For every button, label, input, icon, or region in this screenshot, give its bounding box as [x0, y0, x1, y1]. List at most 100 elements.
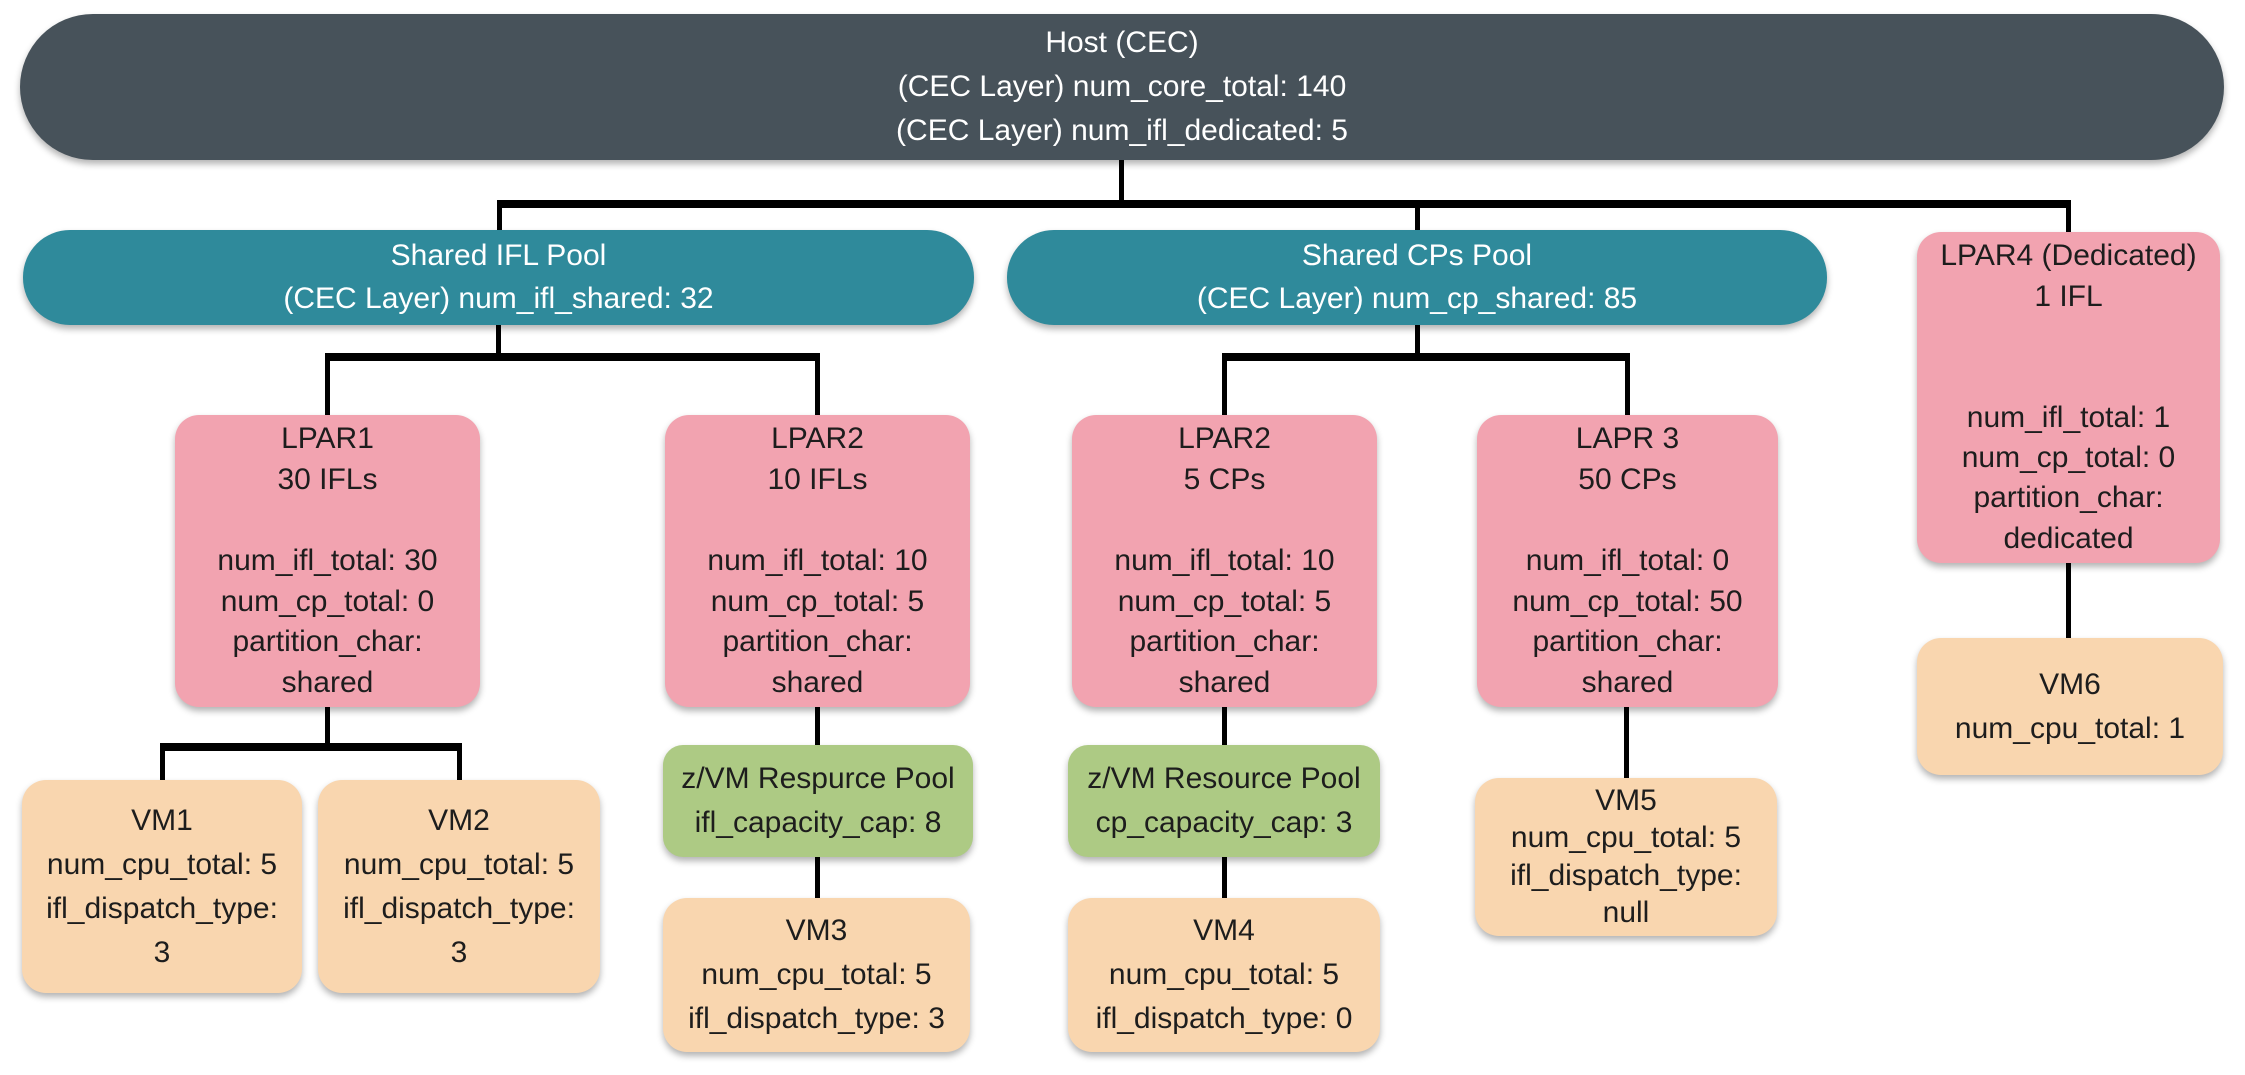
- text-line: cp_capacity_cap: 3: [1095, 806, 1353, 839]
- text-line: ifl_dispatch_type:: [1510, 858, 1742, 892]
- connector-line: [497, 204, 502, 232]
- text-line: Shared IFL Pool: [390, 238, 607, 272]
- lapr3-node: LAPR 3 50 CPs num_ifl_total: 0 num_cp_total…: [1477, 415, 1778, 707]
- text-line: (CEC Layer) num_cp_shared: 85: [1196, 282, 1638, 316]
- text-line: VM6: [2039, 667, 2101, 701]
- shared-ifl-pool-node: Shared IFL Pool (CEC Layer) num_ifl_share…: [23, 230, 974, 325]
- connector-line: [1625, 357, 1630, 417]
- text-line: num_ifl_total: 30: [217, 544, 438, 577]
- text-line: VM5: [1595, 783, 1657, 817]
- connector-line: [496, 325, 501, 357]
- text-line: ifl_capacity_cap: 8: [694, 806, 942, 839]
- text-line: num_cpu_total: 5: [46, 847, 278, 881]
- text-line: (CEC Layer) num_ifl_shared: 32: [283, 282, 714, 316]
- text-line: num_cpu_total: 5: [1510, 821, 1742, 855]
- text-line: shared: [281, 665, 374, 699]
- text-line: 10 IFLs: [767, 462, 868, 496]
- text-line: shared: [1581, 665, 1674, 699]
- connector-line: [325, 707, 330, 747]
- zvm-resource-pool-cp-node: z/VM Resource Pool cp_capacity_cap: 3: [1068, 745, 1380, 857]
- text-line: LPAR2: [1178, 422, 1271, 456]
- connector-line: [1415, 204, 1420, 232]
- zvm-resource-pool-ifl-node: z/VM Respurce Pool ifl_capacity_cap: 8: [663, 745, 973, 857]
- text-line: VM4: [1193, 914, 1255, 947]
- connector-line: [815, 857, 820, 898]
- vm6-node: VM6 num_cpu_total: 1: [1917, 638, 2223, 775]
- connector-line: [1119, 160, 1124, 204]
- connector-line: [1624, 707, 1629, 778]
- connector-line: [457, 747, 462, 780]
- text-line: num_cpu_total: 5: [1108, 958, 1340, 991]
- text-line: shared: [1178, 665, 1271, 699]
- lpar2-cp-node: LPAR2 5 CPs num_ifl_total: 10 num_cp_total:…: [1072, 415, 1377, 707]
- text-line: (CEC Layer) num_ifl_dedicated: 5: [896, 114, 1348, 147]
- text-line: 50 CPs: [1578, 462, 1677, 496]
- text-line: num_cpu_total: 5: [343, 847, 575, 881]
- text-line: Host (CEC): [1045, 26, 1199, 59]
- connector-line: [2066, 204, 2071, 234]
- text-line: num_ifl_total: 1: [1966, 400, 2171, 434]
- text-line: LPAR2: [771, 422, 864, 456]
- connector-line: [2066, 563, 2071, 638]
- text-line: VM1: [131, 803, 193, 837]
- vm3-node: VM3 num_cpu_total: 5 ifl_dispatch_type: 3: [663, 898, 970, 1052]
- connector-line: [497, 200, 2071, 208]
- vm2-node: VM2 num_cpu_total: 5 ifl_dispatch_type: 3: [318, 780, 600, 993]
- text-line: VM3: [785, 914, 848, 947]
- text-line: num_ifl_total: 10: [707, 544, 928, 577]
- host-cec-node: Host (CEC) (CEC Layer) num_core_total: 14…: [20, 14, 2224, 160]
- text-line: num_ifl_total: 10: [1114, 544, 1335, 577]
- text-line: num_cp_total: 0: [1961, 441, 2176, 475]
- text-line: LPAR1: [281, 422, 374, 456]
- connector-line: [815, 707, 820, 745]
- text-line: z/VM Resource Pool: [1087, 762, 1361, 795]
- text-line: num_cpu_total: 1: [1954, 711, 2186, 745]
- text-line: ifl_dispatch_type: 3: [688, 1002, 945, 1035]
- text-line: Shared CPs Pool: [1301, 238, 1533, 272]
- connector-line: [1415, 325, 1420, 357]
- connector-line: [325, 353, 820, 361]
- text-line: num_cp_total: 50: [1512, 584, 1743, 618]
- text-line: 30 IFLs: [277, 462, 378, 496]
- lpar2-ifl-node: LPAR2 10 IFLs num_ifl_total: 10 num_cp_tota…: [665, 415, 970, 707]
- text-line: num_cpu_total: 5: [701, 958, 932, 991]
- connector-line: [1222, 707, 1227, 745]
- text-line: 5 CPs: [1183, 462, 1266, 496]
- connector-line: [1222, 357, 1227, 417]
- text-line: num_ifl_total: 0: [1525, 544, 1730, 577]
- shared-cps-pool-node: Shared CPs Pool (CEC Layer) num_cp_shared…: [1007, 230, 1827, 325]
- text-line: 1 IFL: [2034, 279, 2103, 313]
- text-line: 3: [450, 935, 468, 969]
- text-line: ifl_dispatch_type:: [46, 891, 278, 925]
- text-line: num_cp_total: 5: [1117, 584, 1332, 618]
- text-line: partition_char:: [232, 625, 423, 659]
- text-line: null: [1602, 896, 1650, 930]
- text-line: LAPR 3: [1575, 422, 1680, 456]
- connector-line: [160, 743, 462, 751]
- vm1-node: VM1 num_cpu_total: 5 ifl_dispatch_type: 3: [22, 780, 302, 993]
- connector-line: [1222, 353, 1630, 361]
- text-line: shared: [771, 665, 864, 699]
- text-line: VM2: [428, 803, 490, 837]
- text-line: z/VM Respurce Pool: [681, 762, 955, 795]
- text-line: ifl_dispatch_type: 0: [1095, 1002, 1353, 1035]
- vm4-node: VM4 num_cpu_total: 5 ifl_dispatch_type: 0: [1068, 898, 1380, 1052]
- text-line: 3: [153, 935, 171, 969]
- connector-line: [325, 357, 330, 417]
- text-line: dedicated: [2003, 521, 2134, 555]
- text-line: partition_char:: [1532, 625, 1723, 659]
- text-line: partition_char:: [1973, 481, 2164, 515]
- connector-line: [1222, 857, 1227, 898]
- lpar4-node: LPAR4 (Dedicated) 1 IFL num_ifl_total: 1 nu…: [1917, 232, 2220, 563]
- text-line: partition_char:: [722, 625, 913, 659]
- text-line: (CEC Layer) num_core_total: 140: [897, 70, 1347, 103]
- text-line: num_cp_total: 5: [710, 584, 925, 618]
- text-line: LPAR4 (Dedicated): [1940, 239, 2197, 273]
- text-line: partition_char:: [1129, 625, 1320, 659]
- connector-line: [160, 747, 165, 780]
- text-line: ifl_dispatch_type:: [343, 891, 575, 925]
- connector-line: [815, 357, 820, 417]
